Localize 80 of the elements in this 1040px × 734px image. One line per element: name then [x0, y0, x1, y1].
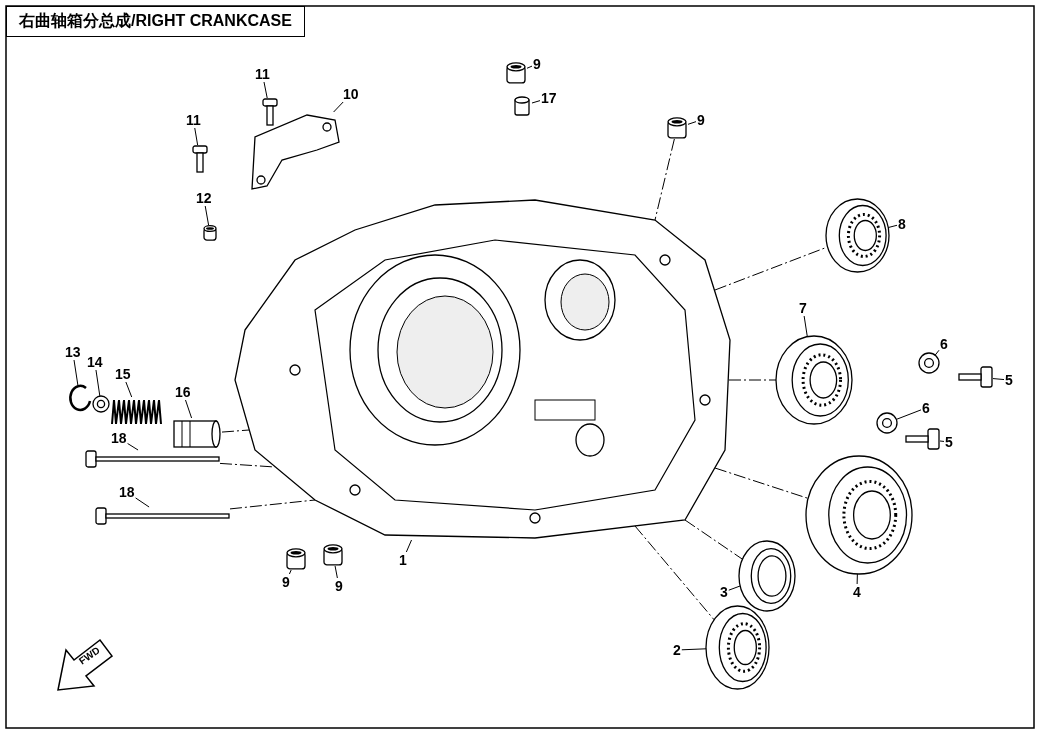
spring-drawing: [110, 397, 165, 427]
bearing-drawing: [805, 455, 913, 575]
leader-line: [288, 569, 292, 575]
center-line: [714, 467, 809, 499]
oil-seal-drawing: [738, 540, 796, 612]
leader-line: [333, 101, 344, 113]
callout-number: 6: [939, 336, 949, 352]
callout-number: 7: [798, 300, 808, 316]
callout-number: 1: [398, 552, 408, 568]
leader-line: [95, 369, 101, 397]
plug-drawing: [202, 225, 218, 241]
callout-number: 8: [897, 216, 907, 232]
callout-number: 11: [185, 112, 202, 128]
callout-number: 2: [672, 642, 682, 658]
circlip-drawing: [68, 385, 92, 413]
callout-number: 12: [195, 190, 213, 206]
center-line: [684, 519, 743, 560]
leader-line: [135, 497, 150, 508]
callout-number: 14: [86, 354, 104, 370]
bearing-drawing: [775, 335, 853, 425]
callout-number: 5: [1004, 372, 1014, 388]
leader-line: [728, 585, 741, 591]
bolt-drawing: [85, 450, 220, 468]
callout-number: 16: [174, 384, 192, 400]
callout-number: 13: [64, 344, 82, 360]
callout-number: 9: [532, 56, 542, 72]
bearing-drawing: [825, 198, 890, 273]
center-line: [634, 525, 715, 621]
bolt-drawing: [262, 98, 278, 126]
callout-number: 4: [852, 584, 862, 600]
bolt-drawing: [95, 507, 230, 525]
leader-line: [127, 443, 139, 451]
leader-line: [895, 409, 922, 420]
leader-line: [856, 573, 858, 585]
callout-number: 9: [696, 112, 706, 128]
leader-line: [405, 539, 413, 553]
washer-drawing: [92, 393, 110, 415]
callout-number: 6: [921, 400, 931, 416]
center-line: [654, 138, 675, 221]
callout-number: 3: [719, 584, 729, 600]
center-line: [229, 499, 316, 510]
plug-drawing: [505, 62, 527, 84]
callout-number: 11: [254, 66, 271, 82]
leader-line: [194, 127, 199, 146]
bearing-drawing: [705, 605, 770, 690]
callout-number: 10: [342, 86, 360, 102]
leader-line: [125, 381, 133, 398]
leader-line: [334, 565, 338, 579]
plug-drawing: [666, 117, 688, 139]
leader-line: [687, 121, 697, 125]
leader-line: [939, 440, 945, 442]
center-line: [728, 379, 777, 381]
callout-number: 18: [110, 430, 128, 446]
callout-number: 9: [281, 574, 291, 590]
callout-number: 5: [944, 434, 954, 450]
leader-line: [263, 81, 268, 99]
leader-line: [803, 315, 808, 338]
leader-line: [531, 100, 541, 104]
washer-drawing: [876, 412, 898, 434]
washer-drawing: [918, 352, 940, 374]
bolt-drawing: [958, 366, 993, 388]
leader-line: [681, 648, 707, 651]
leader-line: [73, 359, 79, 386]
dowel-pin-drawing: [512, 96, 532, 116]
plug-drawing: [285, 548, 307, 570]
leader-line: [934, 349, 940, 356]
bolt-drawing: [905, 428, 940, 450]
callout-number: 9: [334, 578, 344, 594]
title: 右曲轴箱分总成/RIGHT CRANKCASE: [6, 6, 305, 37]
leader-line: [992, 378, 1005, 381]
callout-number: 18: [118, 484, 136, 500]
bolt-drawing: [192, 145, 208, 173]
leader-line: [185, 399, 193, 419]
center-line: [221, 429, 250, 433]
sleeve-drawing: [172, 418, 222, 450]
callout-number: 17: [540, 90, 558, 106]
callout-number: 15: [114, 366, 132, 382]
leader-line: [526, 65, 533, 69]
leader-line: [204, 205, 210, 226]
plug-drawing: [322, 544, 344, 566]
